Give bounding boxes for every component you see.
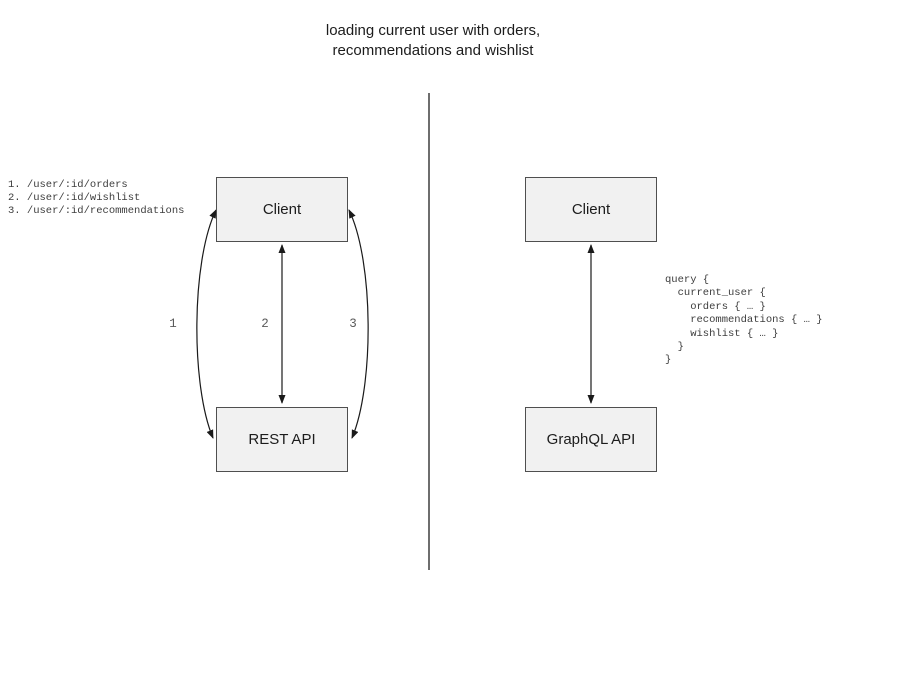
graphql-api-node: GraphQL API bbox=[525, 407, 657, 472]
query-line-2: current_user { bbox=[665, 287, 766, 300]
rest-arrow-1 bbox=[196, 209, 217, 439]
graphql-api-label: GraphQL API bbox=[546, 431, 636, 448]
query-line-1: query { bbox=[665, 274, 710, 286]
panel-divider bbox=[428, 93, 430, 570]
rest-endpoint-list: 1. /user/:id/orders 2. /user/:id/wishlis… bbox=[8, 179, 184, 218]
query-line-6: } bbox=[665, 341, 684, 354]
rest-arrow-label-3: 3 bbox=[349, 317, 357, 331]
diagram-title: loading current user with orders, recomm… bbox=[216, 21, 650, 61]
rest-endpoint-recommendations: 3. /user/:id/recommendations bbox=[8, 205, 185, 217]
rest-arrow-label-1: 1 bbox=[169, 317, 177, 331]
rest-endpoint-wishlist: 2. /user/:id/wishlist bbox=[8, 192, 141, 204]
query-line-3: orders { … } bbox=[665, 300, 766, 313]
diagram-title-line1: loading current user with orders, bbox=[325, 22, 541, 39]
query-line-7: } bbox=[665, 354, 672, 367]
diagram-title-line2: recommendations and wishlist bbox=[332, 42, 534, 59]
rest-endpoint-orders: 1. /user/:id/orders bbox=[8, 179, 128, 191]
query-line-4: recommendations { … } bbox=[665, 314, 823, 327]
rest-api-node: REST API bbox=[216, 407, 348, 472]
rest-client-node: Client bbox=[216, 177, 348, 242]
query-line-5: wishlist { … } bbox=[665, 327, 779, 340]
rest-api-label: REST API bbox=[248, 431, 316, 448]
rest-arrow-label-2: 2 bbox=[261, 317, 269, 331]
graphql-client-label: Client bbox=[571, 201, 611, 218]
rest-client-label: Client bbox=[262, 201, 302, 218]
graphql-client-node: Client bbox=[525, 177, 657, 242]
graphql-query-snippet: query { current_user { orders { … } reco… bbox=[665, 274, 823, 368]
